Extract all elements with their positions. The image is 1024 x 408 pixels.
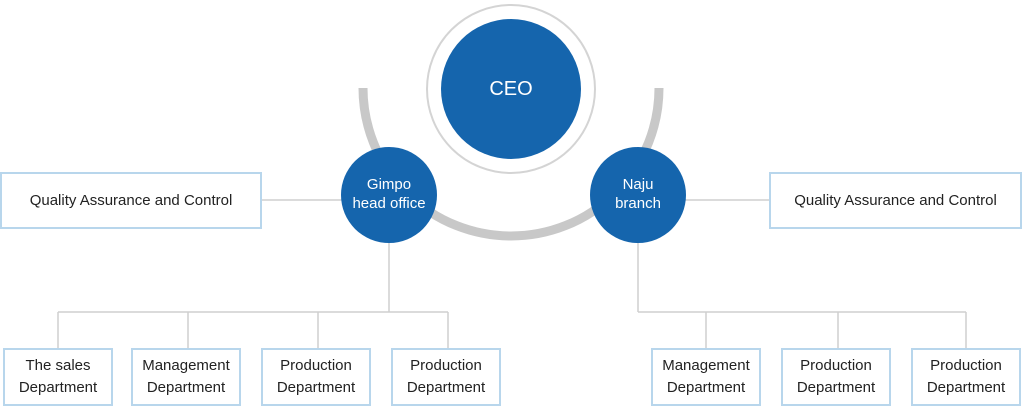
naju-branch-label: Naju branch <box>590 147 686 243</box>
naju-circle <box>590 147 686 243</box>
naju-qa-box: Quality Assurance and Control <box>769 172 1022 229</box>
gimpo-qa-label: Quality Assurance and Control <box>29 191 233 209</box>
gimpo-circle <box>341 147 437 243</box>
gimpo-label-line1: Gimpo <box>366 176 412 194</box>
naju-qa-label: Quality Assurance and Control <box>794 191 997 209</box>
ceo-circle <box>441 19 581 159</box>
gimpo-qa-box: Quality Assurance and Control <box>0 172 262 229</box>
naju-label-line1: Naju <box>622 176 654 194</box>
gimpo-head-office-label: Gimpo head office <box>341 147 437 243</box>
gimpo-label-line2: head office <box>352 195 426 212</box>
naju-label-line2: branch <box>615 195 661 212</box>
ceo-label: CEO <box>489 77 533 100</box>
connector-lines <box>57 199 967 348</box>
